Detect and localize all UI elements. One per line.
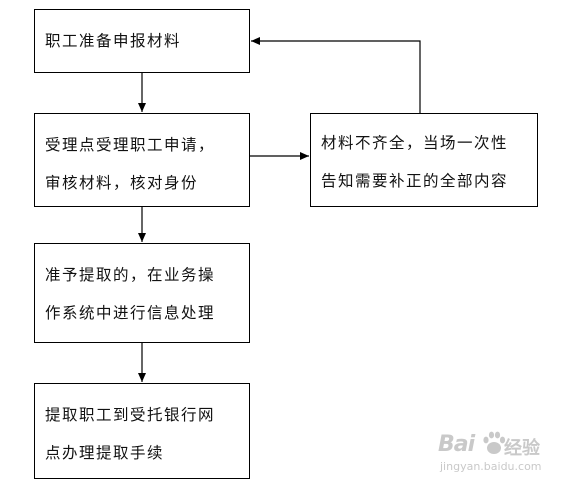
node-line: 受理点受理职工申请， <box>45 136 216 154</box>
node-line: 审核材料，核对身份 <box>45 174 199 192</box>
watermark-brand: 经验 <box>504 438 540 459</box>
node-line: 材料不齐全，当场一次性 <box>321 134 509 152</box>
node-line: 准予提取的，在业务操 <box>45 266 216 284</box>
node-text: 准予提取的，在业务操 作系统中进行信息处理 <box>45 256 243 332</box>
node-line: 告知需要补正的全部内容 <box>321 172 509 190</box>
node-line: 作系统中进行信息处理 <box>45 304 216 322</box>
node-accept-application: 受理点受理职工申请， 审核材料，核对身份 <box>34 113 250 207</box>
node-text: 材料不齐全，当场一次性 告知需要补正的全部内容 <box>321 124 531 200</box>
watermark-url: jingyan.baidu.com <box>440 460 542 473</box>
node-line: 点办理提取手续 <box>45 444 165 462</box>
node-prepare-materials: 职工准备申报材料 <box>34 9 250 73</box>
node-line: 提取职工到受托银行网 <box>45 406 216 424</box>
node-materials-incomplete: 材料不齐全，当场一次性 告知需要补正的全部内容 <box>310 113 538 207</box>
node-process-info: 准予提取的，在业务操 作系统中进行信息处理 <box>34 243 250 343</box>
node-bank-withdrawal: 提取职工到受托银行网 点办理提取手续 <box>34 383 250 479</box>
node-text: 受理点受理职工申请， 审核材料，核对身份 <box>45 126 243 202</box>
arrow-n5-to-n1 <box>251 37 421 113</box>
watermark-logo-text: Bai <box>438 432 475 457</box>
node-line: 职工准备申报材料 <box>45 32 182 50</box>
node-text: 职工准备申报材料 <box>45 22 243 60</box>
paw-icon <box>483 431 506 454</box>
baidu-jingyan-watermark: Bai 经验 jingyan.baidu.com <box>438 430 563 485</box>
node-text: 提取职工到受托银行网 点办理提取手续 <box>45 396 243 472</box>
